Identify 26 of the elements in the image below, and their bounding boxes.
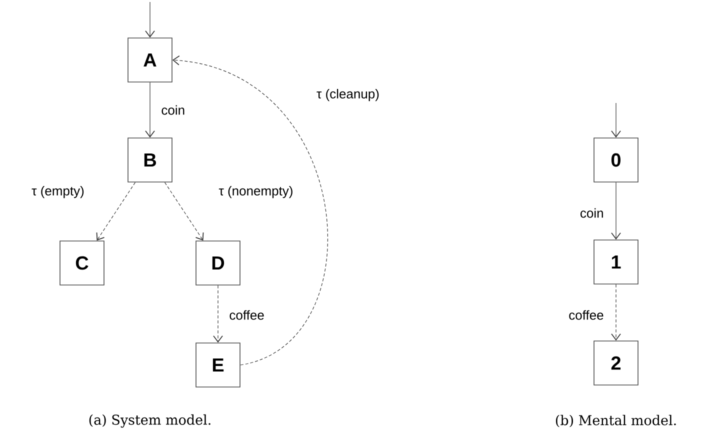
edge-label: τ (cleanup): [316, 88, 380, 102]
edge-label: τ (nonempty): [218, 184, 294, 200]
arrow: [213, 285, 223, 343]
arrow: [172, 55, 328, 366]
state-box: D: [196, 240, 240, 286]
edge-label: coffee: [568, 309, 605, 321]
arrow: [611, 182, 621, 240]
state-box: 2: [594, 340, 638, 386]
state-box: A: [128, 38, 172, 82]
state-box: C: [60, 240, 104, 286]
edge-label: coin: [578, 207, 605, 219]
arrow: [145, 2, 155, 38]
arrow: [611, 284, 621, 341]
arrow: [164, 182, 204, 241]
edge-label: τ (empty): [30, 184, 86, 200]
edge-label: coffee: [228, 309, 266, 321]
arrow: [145, 82, 155, 138]
arrow: [96, 182, 136, 241]
edge-label: coin: [160, 104, 186, 116]
state-box: 0: [594, 138, 638, 182]
state-box: B: [128, 138, 172, 182]
caption: (b) Mental model.: [556, 414, 676, 428]
state-box: 1: [594, 240, 638, 284]
state-box: E: [196, 342, 240, 388]
arrow: [611, 102, 621, 138]
caption: (a) System model.: [89, 414, 210, 428]
